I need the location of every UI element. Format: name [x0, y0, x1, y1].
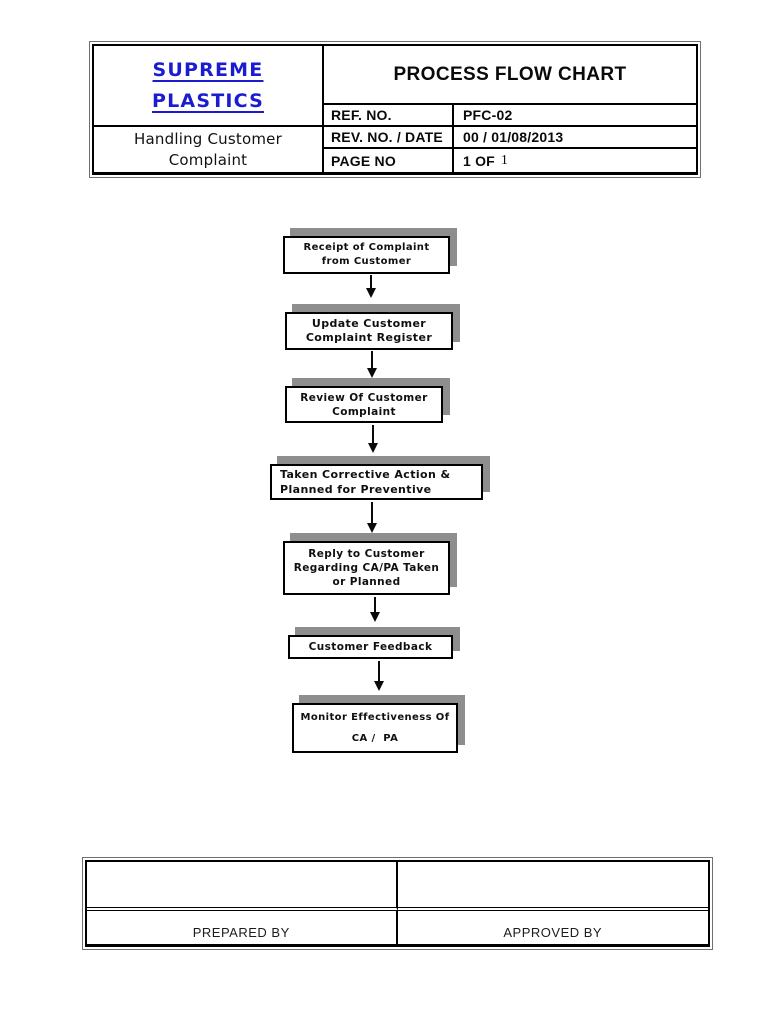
flow-step-review-complaint: Review Of Customer Complaint — [285, 386, 443, 423]
process-name-cell: Handling Customer Complaint — [94, 127, 324, 173]
flow-arrow-down — [370, 275, 372, 288]
flow-step-text: Customer Feedback — [308, 641, 433, 653]
ref-no-row: REF. NO. PFC-02 — [324, 105, 696, 127]
page-no-value-main: 1 OF — [463, 152, 495, 169]
process-name-line1: Handling Customer — [134, 130, 282, 148]
flow-arrow-down — [371, 502, 373, 523]
prepared-by-signature-cell — [87, 862, 398, 911]
flow-arrow-down — [378, 661, 380, 681]
flow-step-customer-feedback: Customer Feedback — [288, 635, 453, 659]
document-title-cell: PROCESS FLOW CHART — [324, 46, 696, 105]
process-name-line2: Complaint — [168, 151, 248, 169]
rev-no-date-value: 00 / 01/08/2013 — [463, 129, 564, 145]
page-no-label: PAGE NO — [324, 149, 454, 172]
company-name-line2: PLASTICS — [151, 89, 265, 112]
flow-step-update-register: Update Customer Complaint Register — [285, 312, 453, 350]
flow-arrow-down — [371, 351, 373, 368]
flow-step-text: Taken Corrective Action & — [280, 468, 451, 481]
flow-step-text: Update Customer — [311, 317, 427, 330]
prepared-by-label: PREPARED BY — [87, 911, 398, 944]
flow-step-text: Review Of Customer — [300, 391, 428, 404]
flow-step-text: or Planned — [332, 576, 401, 588]
document-meta: REF. NO. PFC-02 REV. NO. / DATE 00 / 01/… — [324, 105, 696, 172]
flow-step-text: from Customer — [321, 256, 412, 267]
flow-arrow-down — [374, 597, 376, 612]
flow-step-text: Reply to Customer — [308, 548, 425, 560]
flow-step-reply-to-customer: Reply to Customer Regarding CA/PA Taken … — [283, 541, 450, 595]
ref-no-label: REF. NO. — [324, 105, 454, 125]
document-title: PROCESS FLOW CHART — [393, 63, 627, 85]
flow-step-receipt-of-complaint: Receipt of Complaint from Customer — [283, 236, 450, 274]
flow-step-text: Complaint — [332, 405, 396, 418]
flow-step-corrective-action: Taken Corrective Action & Planned for Pr… — [270, 464, 483, 500]
ref-no-value: PFC-02 — [463, 107, 513, 123]
flow-step-text: Monitor Effectiveness Of — [300, 711, 450, 723]
approved-by-signature-cell — [397, 862, 708, 911]
page-no-value-number: 1 — [500, 152, 509, 168]
approved-by-label: APPROVED BY — [503, 925, 603, 940]
page-no-row: PAGE NO 1 OF 1 — [324, 149, 696, 172]
flow-arrow-down — [372, 425, 374, 443]
flow-step-text: Complaint Register — [305, 331, 433, 344]
company-logo-cell: SUPREME PLASTICS — [94, 46, 324, 127]
page-no-value: 1 OF 1 — [454, 149, 696, 172]
rev-no-date-label: REV. NO. / DATE — [324, 127, 454, 147]
flow-step-monitor-effectiveness: Monitor Effectiveness Of CA / PA — [292, 703, 458, 753]
flow-step-text: Regarding CA/PA Taken — [293, 562, 440, 574]
header-table: SUPREME PLASTICS Handling Customer Compl… — [89, 41, 701, 178]
flow-step-text: Receipt of Complaint — [303, 242, 430, 253]
flow-step-text: CA / PA — [351, 732, 399, 744]
rev-no-date-row: REV. NO. / DATE 00 / 01/08/2013 — [324, 127, 696, 149]
flow-step-text: Planned for Preventive — [280, 483, 432, 496]
signoff-table: PREPARED BY APPROVED BY — [82, 857, 713, 950]
company-name-line1: SUPREME — [152, 58, 264, 81]
